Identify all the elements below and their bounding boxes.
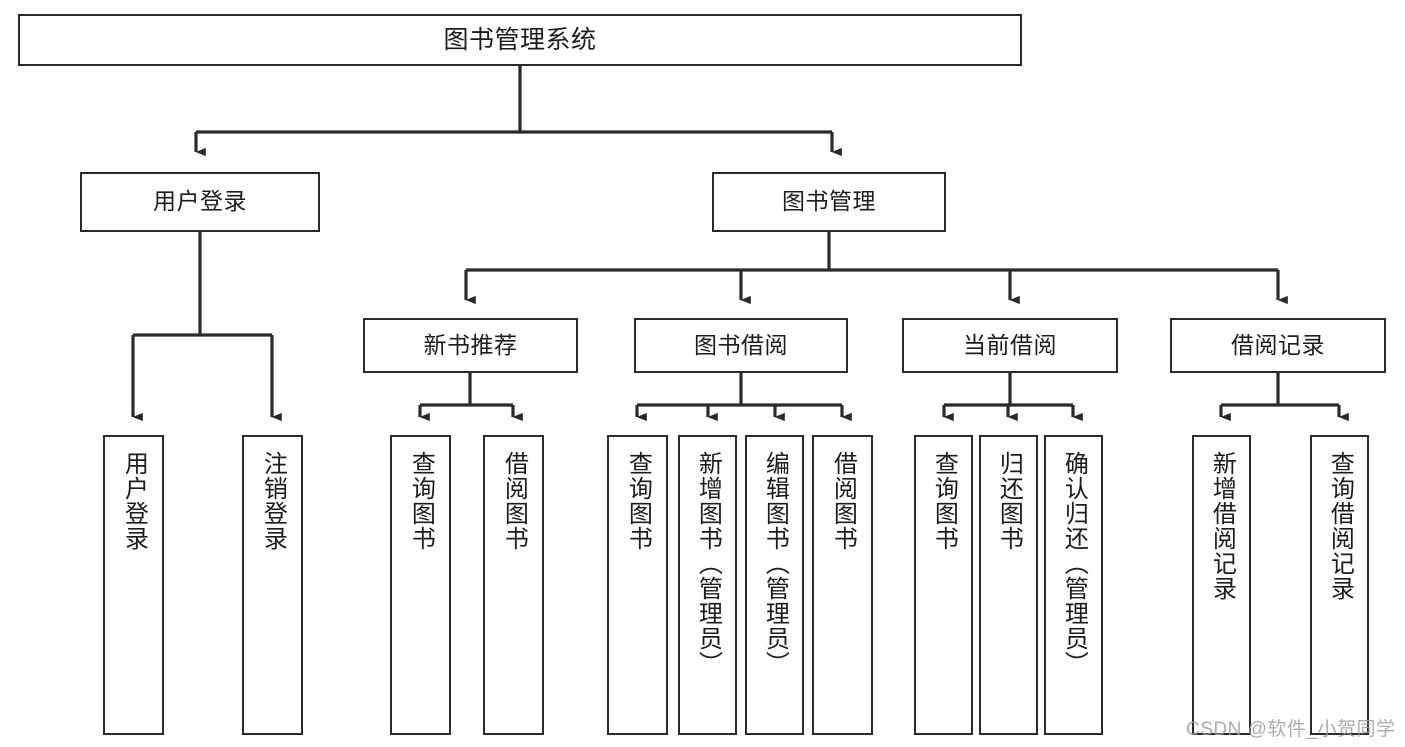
node-label: 注销登录: [259, 451, 287, 551]
node-label: 归还图书: [995, 451, 1023, 551]
leaf-user-login-signout[interactable]: 注销登录: [242, 435, 303, 735]
leaf-new-book-borrow[interactable]: 借阅图书: [483, 435, 544, 735]
node-label: 图书借阅: [694, 331, 788, 358]
node-new-book-recommend[interactable]: 新书推荐: [363, 318, 578, 373]
leaf-current-query-book[interactable]: 查询图书: [914, 435, 973, 735]
node-label: 编辑图书（管理员）: [761, 451, 789, 676]
leaf-borrow-add-book[interactable]: 新增图书（管理员）: [678, 435, 737, 735]
node-book-borrow[interactable]: 图书借阅: [634, 318, 848, 373]
node-label: 查询图书: [930, 451, 958, 551]
leaf-new-book-query[interactable]: 查询图书: [390, 435, 451, 735]
node-label: 借阅图书: [829, 451, 857, 551]
node-root-system[interactable]: 图书管理系统: [18, 14, 1022, 66]
node-label: 当前借阅: [963, 331, 1057, 358]
node-book-management[interactable]: 图书管理: [712, 172, 946, 232]
leaf-current-confirm-return[interactable]: 确认归还（管理员）: [1044, 435, 1103, 735]
node-label: 新增图书（管理员）: [694, 451, 722, 676]
leaf-borrow-edit-book[interactable]: 编辑图书（管理员）: [745, 435, 804, 735]
node-user-login[interactable]: 用户登录: [80, 172, 320, 232]
node-label: 图书管理系统: [443, 26, 597, 54]
leaf-current-return-book[interactable]: 归还图书: [979, 435, 1038, 735]
node-label: 图书管理: [782, 188, 876, 215]
leaf-user-login-signin[interactable]: 用户登录: [103, 435, 164, 735]
leaf-record-add[interactable]: 新增借阅记录: [1192, 435, 1251, 735]
node-label: 借阅图书: [500, 451, 528, 551]
node-current-borrow[interactable]: 当前借阅: [902, 318, 1118, 373]
node-label: 新增借阅记录: [1208, 451, 1236, 601]
node-label: 确认归还（管理员）: [1060, 451, 1088, 676]
node-label: 借阅记录: [1231, 331, 1325, 358]
leaf-record-query[interactable]: 查询借阅记录: [1310, 435, 1369, 735]
watermark-text: CSDN @软件_小贺同学: [1186, 719, 1396, 740]
node-label: 新书推荐: [423, 331, 518, 358]
node-label: 查询借阅记录: [1326, 451, 1354, 601]
node-label: 查询图书: [624, 451, 652, 551]
node-label: 用户登录: [153, 188, 247, 215]
node-label: 用户登录: [120, 451, 148, 551]
leaf-borrow-query-book[interactable]: 查询图书: [607, 435, 668, 735]
leaf-borrow-borrow-book[interactable]: 借阅图书: [812, 435, 873, 735]
node-borrow-record[interactable]: 借阅记录: [1170, 318, 1386, 373]
node-label: 查询图书: [407, 451, 435, 551]
